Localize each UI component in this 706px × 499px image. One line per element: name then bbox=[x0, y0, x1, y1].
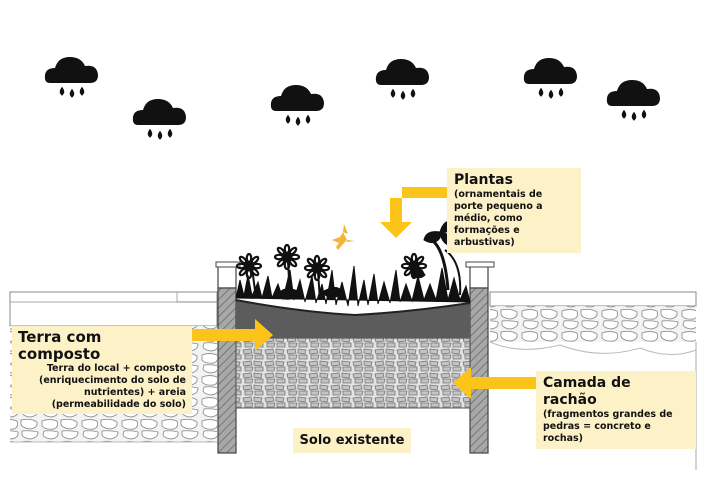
label-terra-com-composto: Terra com composto Terra do local + comp… bbox=[12, 326, 192, 414]
label-description: (fragmentos grandes de pedras = concreto… bbox=[543, 409, 673, 444]
rain-cloud-icon bbox=[605, 78, 662, 121]
plants bbox=[235, 220, 471, 307]
gravel-layer bbox=[235, 337, 471, 409]
rain-cloud-icon bbox=[269, 83, 326, 126]
right-ground bbox=[489, 291, 697, 470]
flower-icon bbox=[235, 252, 263, 280]
hummingbird-icon bbox=[332, 224, 355, 250]
label-title: Solo existente bbox=[299, 433, 405, 448]
arrow-icon bbox=[380, 187, 447, 238]
label-camada-de-rachao: Camada de rachão (fragmentos grandes de … bbox=[536, 371, 696, 449]
arrow-icon bbox=[192, 319, 273, 351]
flower-icon bbox=[303, 254, 331, 282]
label-solo-existente: Solo existente bbox=[293, 428, 411, 453]
label-description: Terra do local + composto (enriqueciment… bbox=[38, 363, 186, 410]
label-title: Plantas bbox=[454, 172, 513, 188]
rain-cloud-icon bbox=[374, 57, 431, 100]
rain-clouds bbox=[43, 55, 662, 140]
label-plantas: Plantas (ornamentais de porte pequeno a … bbox=[447, 168, 581, 253]
flower-icon bbox=[273, 243, 301, 271]
label-title: Terra com composto bbox=[18, 328, 102, 363]
arrows bbox=[192, 187, 536, 399]
arrow-icon bbox=[453, 367, 536, 399]
rain-cloud-icon bbox=[43, 55, 100, 98]
rain-cloud-icon bbox=[131, 97, 188, 140]
rain-cloud-icon bbox=[522, 56, 579, 99]
label-title: Camada de rachão bbox=[543, 375, 631, 408]
label-description: (ornamentais de porte pequeno a médio, c… bbox=[454, 189, 543, 248]
